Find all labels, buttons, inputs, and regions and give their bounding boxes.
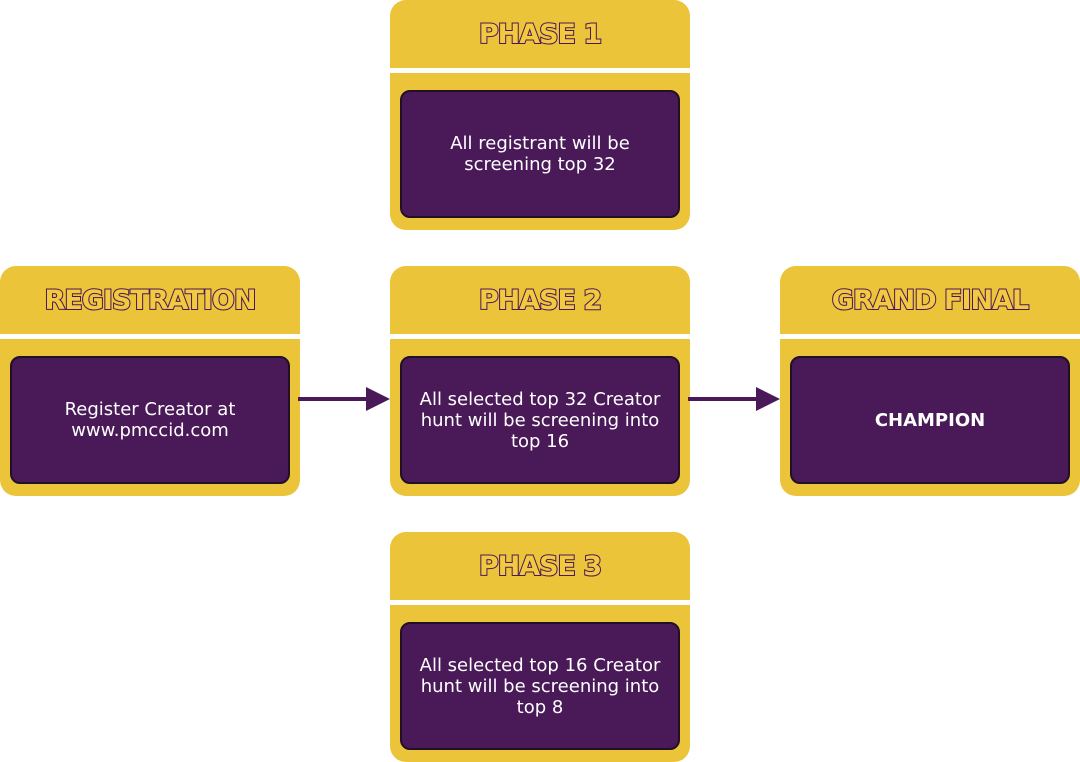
phase3-text: All selected top 16 Creator hunt will be… bbox=[419, 654, 661, 718]
phase1-body: All registrant will be screening top 32 bbox=[400, 90, 680, 218]
phase3-body: All selected top 16 Creator hunt will be… bbox=[400, 622, 680, 750]
phase1-text: All registrant will be screening top 32 bbox=[450, 133, 630, 175]
phase2-body: All selected top 32 Creator hunt will be… bbox=[400, 356, 680, 484]
phase2-title: PHASE 2 bbox=[478, 284, 603, 317]
phase3-header: PHASE 3 bbox=[390, 532, 690, 605]
registration-header: REGISTRATION bbox=[0, 266, 300, 339]
grand-final-title: GRAND FINAL bbox=[831, 284, 1030, 317]
phase1-header: PHASE 1 bbox=[390, 0, 690, 73]
registration-text: Register Creator at www.pmccid.com bbox=[64, 399, 236, 441]
registration-title: REGISTRATION bbox=[44, 284, 258, 317]
phase3-title: PHASE 3 bbox=[478, 550, 603, 583]
phase3-card: PHASE 3 All selected top 16 Creator hunt… bbox=[390, 532, 690, 762]
phase2-card: PHASE 2 All selected top 32 Creator hunt… bbox=[390, 266, 690, 496]
grand-final-card: GRAND FINAL CHAMPION bbox=[780, 266, 1080, 496]
phase2-header: PHASE 2 bbox=[390, 266, 690, 339]
registration-body: Register Creator at www.pmccid.com bbox=[10, 356, 290, 484]
arrow-registration-to-phase2 bbox=[298, 387, 390, 411]
grand-final-text: CHAMPION bbox=[874, 409, 986, 431]
phase2-text: All selected top 32 Creator hunt will be… bbox=[419, 388, 661, 452]
arrow-phase2-to-grand-final bbox=[688, 387, 780, 411]
phase1-card: PHASE 1 All registrant will be screening… bbox=[390, 0, 690, 230]
phase1-title: PHASE 1 bbox=[478, 18, 603, 51]
registration-card: REGISTRATION Register Creator at www.pmc… bbox=[0, 266, 300, 496]
grand-final-body: CHAMPION bbox=[790, 356, 1070, 484]
grand-final-header: GRAND FINAL bbox=[780, 266, 1080, 339]
